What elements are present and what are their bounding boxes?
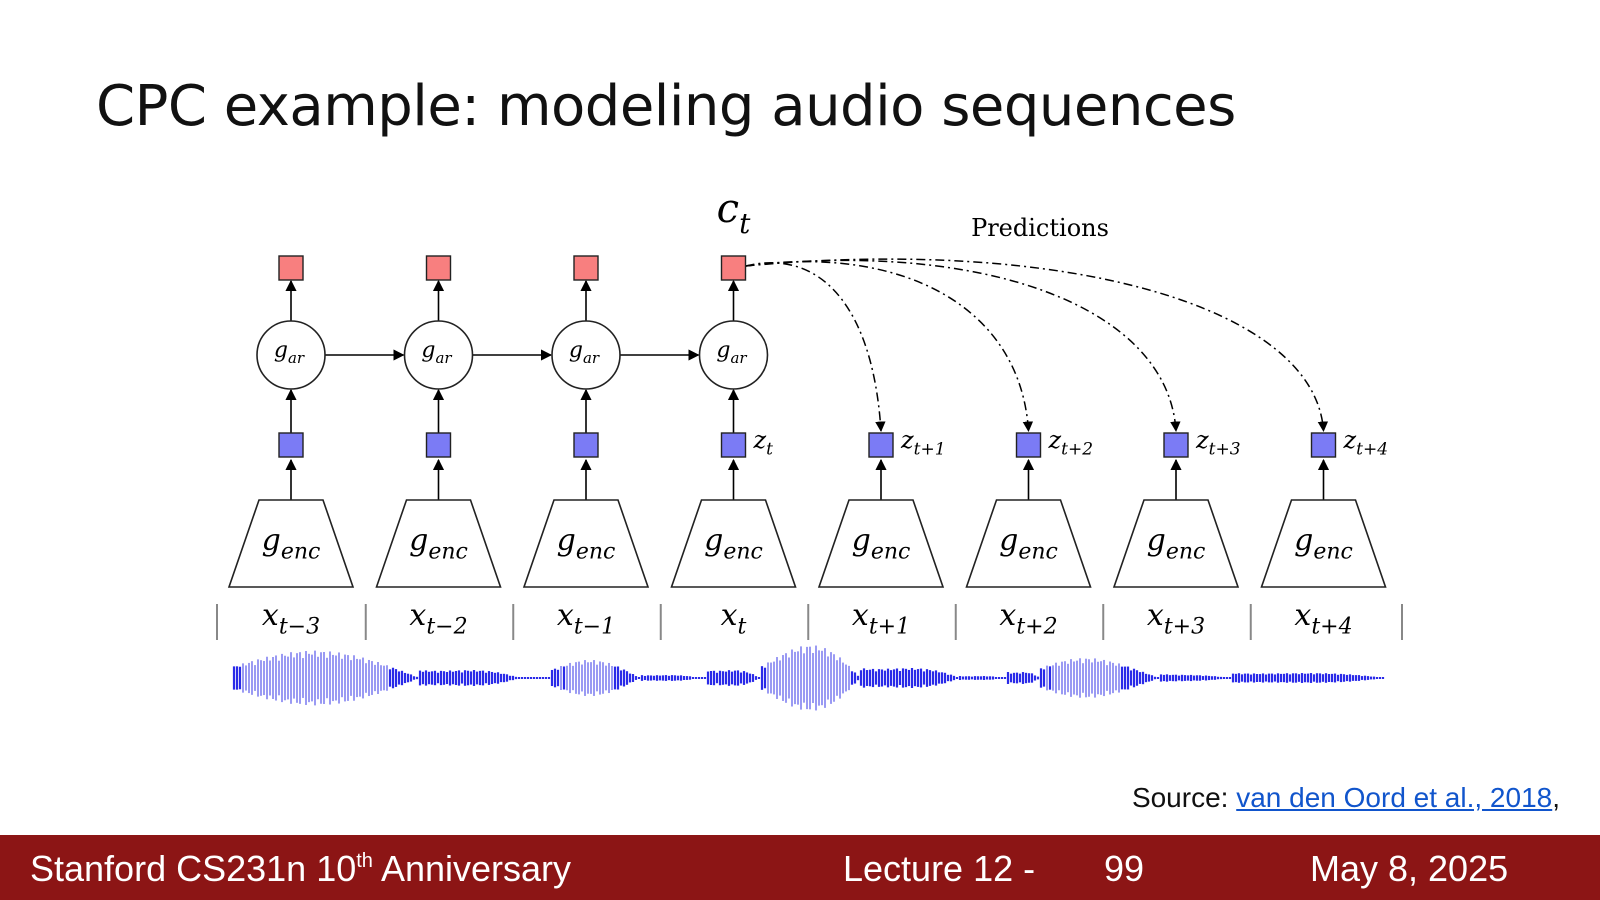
footer-course: Stanford CS231n 10th Anniversary xyxy=(30,848,572,889)
prediction-arrow xyxy=(745,258,1329,433)
context-c-label: ct xyxy=(717,186,751,240)
context-c-box xyxy=(278,255,304,281)
encoder-label: genc xyxy=(409,523,468,564)
encoder-trapezoid xyxy=(817,499,945,588)
source-citation: Source: van den Oord et al., 2018, xyxy=(1132,782,1560,814)
autoregressive-circle xyxy=(403,320,474,390)
latent-z-box xyxy=(1163,432,1189,458)
encoder-label: genc xyxy=(262,523,321,564)
slide-title: CPC example: modeling audio sequences xyxy=(96,74,1236,139)
footer-bar: Stanford CS231n 10th Anniversary Lecture… xyxy=(0,835,1600,900)
latent-z-box xyxy=(1015,432,1042,458)
latent-z-box xyxy=(868,432,894,458)
autoregressive-circle xyxy=(698,320,769,390)
footer-date: May 8, 2025 xyxy=(1310,848,1509,889)
source-link[interactable]: van den Oord et al., 2018 xyxy=(1236,782,1553,813)
input-x-label: xt−1 xyxy=(557,598,615,639)
encoder-trapezoid xyxy=(522,499,650,588)
latent-z-label: zt+1 xyxy=(900,426,946,460)
encoder-label: genc xyxy=(704,523,763,564)
latent-z-label: zt+2 xyxy=(1048,426,1094,460)
input-x-label: xt+3 xyxy=(1147,598,1205,639)
prediction-arrow xyxy=(745,259,1181,433)
input-x-label: xt+2 xyxy=(999,598,1057,639)
latent-z-box xyxy=(278,432,304,458)
encoder-trapezoid xyxy=(965,499,1092,588)
latent-z-label: zt xyxy=(753,426,774,460)
latent-z-label: zt+3 xyxy=(1195,426,1241,460)
autoregressive-label: gar xyxy=(716,338,747,367)
source-prefix: Source: xyxy=(1131,782,1237,813)
autoregressive-label: gar xyxy=(421,338,452,367)
input-x-label: xt xyxy=(721,598,747,639)
latent-z-label: zt+4 xyxy=(1343,426,1389,460)
encoder-label: genc xyxy=(557,523,616,564)
latent-z-box xyxy=(1310,432,1337,458)
input-x-label: xt−3 xyxy=(262,598,320,639)
cpc-diagram: genc xt−3 gar genc xt−2 gar genc xt−1 gar genc xt g… xyxy=(216,186,1403,711)
audio-waveform xyxy=(232,645,1385,711)
autoregressive-circle xyxy=(256,320,326,390)
prediction-arrow xyxy=(745,260,1034,433)
input-x-label: xt+4 xyxy=(1294,598,1352,639)
encoder-trapezoid xyxy=(670,499,797,588)
latent-z-box xyxy=(720,432,747,458)
encoder-trapezoid xyxy=(1260,499,1387,588)
encoder-label: genc xyxy=(1147,523,1206,564)
context-c-box xyxy=(573,255,599,281)
latent-z-box xyxy=(573,432,599,458)
autoregressive-circle xyxy=(551,320,621,390)
autoregressive-label: gar xyxy=(274,338,305,367)
predictions-label: Predictions xyxy=(971,214,1109,242)
context-c-box xyxy=(425,255,452,281)
context-c-box xyxy=(720,255,747,281)
input-x-label: xt+1 xyxy=(852,598,910,639)
encoder-label: genc xyxy=(852,523,911,564)
encoder-trapezoid xyxy=(1112,499,1240,588)
footer-page-number: 99 xyxy=(1104,848,1145,889)
autoregressive-label: gar xyxy=(569,338,600,367)
encoder-label: genc xyxy=(1294,523,1353,564)
encoder-trapezoid xyxy=(227,499,355,588)
source-suffix: , xyxy=(1552,782,1560,813)
latent-z-box xyxy=(425,432,452,458)
footer-lecture: Lecture 12 - xyxy=(843,848,1036,889)
encoder-trapezoid xyxy=(375,499,502,588)
encoder-label: genc xyxy=(999,523,1058,564)
input-x-label: xt−2 xyxy=(409,598,467,639)
